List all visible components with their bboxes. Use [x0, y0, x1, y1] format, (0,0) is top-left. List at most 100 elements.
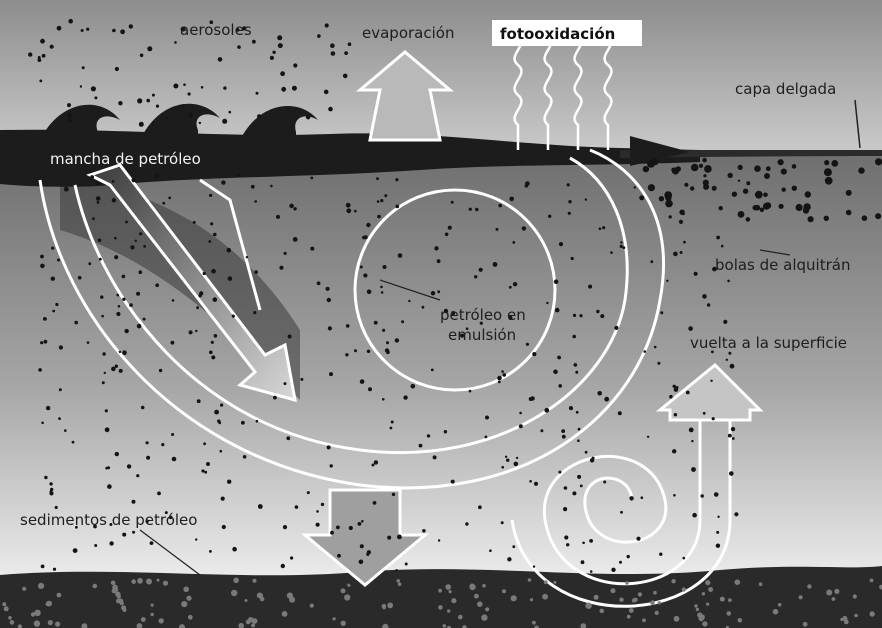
particle — [189, 330, 193, 334]
particle — [395, 569, 397, 571]
particle — [568, 212, 571, 215]
particle — [213, 233, 217, 237]
particle — [295, 505, 299, 509]
particle — [377, 200, 380, 203]
particle — [122, 350, 127, 355]
particle — [100, 295, 103, 298]
particle — [796, 204, 803, 211]
particle — [719, 206, 723, 210]
particle — [254, 200, 257, 203]
particle — [227, 480, 231, 484]
particle — [575, 371, 578, 374]
particle — [650, 260, 653, 263]
particle — [330, 531, 334, 535]
particle — [683, 557, 686, 560]
particle — [738, 618, 743, 623]
particle — [188, 92, 191, 95]
particle — [57, 593, 62, 598]
particle — [728, 434, 732, 438]
particle — [496, 228, 499, 231]
particle — [498, 204, 502, 208]
particle — [738, 180, 740, 182]
particle — [553, 370, 558, 375]
particle — [726, 359, 728, 361]
particle — [94, 544, 97, 547]
particle — [42, 54, 46, 58]
particle — [105, 409, 108, 412]
particle — [67, 103, 71, 107]
particle — [111, 367, 116, 372]
particle — [344, 51, 348, 55]
particle — [760, 208, 765, 213]
particle — [648, 184, 655, 191]
particle — [367, 290, 372, 295]
particle — [580, 485, 583, 488]
particle — [728, 352, 731, 355]
particle — [151, 604, 154, 607]
particle — [220, 450, 223, 453]
particle — [8, 616, 12, 620]
particle — [754, 165, 761, 172]
particle — [716, 236, 720, 240]
particle — [68, 119, 72, 123]
particle — [220, 404, 223, 407]
particle — [349, 526, 353, 530]
particle — [619, 598, 623, 602]
particle — [619, 561, 622, 564]
particle — [321, 503, 324, 506]
particle — [825, 177, 833, 185]
particle — [64, 187, 69, 192]
particle — [431, 291, 435, 295]
particle — [728, 598, 732, 602]
particle — [479, 268, 483, 272]
particle — [831, 160, 838, 167]
particle — [627, 615, 631, 619]
label-tar-balls: bolas de alquitrán — [715, 256, 850, 274]
particle — [287, 593, 293, 599]
particle — [437, 259, 441, 263]
particle — [129, 24, 133, 28]
particle — [346, 324, 350, 328]
particle — [422, 306, 425, 309]
particle — [738, 211, 745, 218]
particle — [131, 579, 136, 584]
particle — [172, 457, 177, 462]
particle — [727, 280, 730, 283]
particle — [590, 458, 594, 462]
particle — [682, 587, 686, 591]
particle — [395, 178, 398, 181]
particle — [123, 608, 127, 612]
particle — [576, 411, 579, 414]
particle — [150, 541, 154, 545]
particle — [101, 315, 104, 318]
particle — [485, 436, 488, 439]
particle — [201, 86, 204, 89]
particle — [641, 496, 644, 499]
particle — [122, 275, 126, 279]
particle — [620, 511, 623, 514]
particle — [260, 597, 265, 602]
particle — [272, 51, 275, 54]
particle — [727, 611, 732, 616]
particle — [246, 620, 251, 625]
particle — [572, 335, 576, 339]
particle — [254, 270, 258, 274]
particle — [383, 265, 387, 269]
particle — [451, 480, 455, 484]
particle — [282, 611, 288, 617]
particle — [716, 531, 719, 534]
particle — [665, 200, 673, 208]
particle — [221, 497, 225, 501]
particle — [129, 303, 133, 307]
particle — [474, 275, 477, 278]
particle — [281, 87, 286, 92]
particle — [120, 29, 125, 34]
particle — [590, 570, 593, 573]
particle — [22, 587, 26, 591]
sea-bottom — [0, 566, 882, 628]
particle — [728, 173, 733, 178]
particle — [582, 542, 585, 545]
particle — [223, 86, 226, 89]
particle — [293, 207, 296, 210]
particle — [199, 294, 202, 297]
